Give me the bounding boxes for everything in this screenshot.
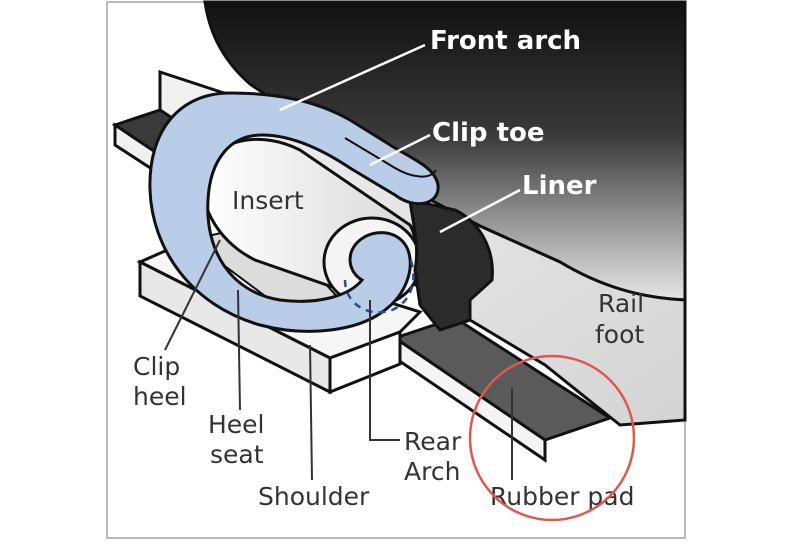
label-insert: Insert — [232, 186, 304, 215]
label-rear-arch-2: Arch — [404, 457, 460, 486]
clip-toe — [344, 137, 437, 178]
label-rail-foot-2: foot — [595, 320, 644, 349]
label-rail-foot-1: Rail — [598, 289, 644, 318]
label-rubber-pad: Rubber pad — [490, 482, 635, 511]
label-clip-heel-2: heel — [133, 382, 187, 411]
label-heel-seat-2: seat — [210, 440, 264, 469]
label-heel-seat-1: Heel — [208, 410, 265, 439]
label-rear-arch-1: Rear — [404, 427, 462, 456]
shoulder-front — [328, 329, 402, 395]
leader-lines — [279, 43, 521, 234]
liner — [408, 198, 494, 332]
label-front-arch: Front arch — [430, 26, 581, 56]
leader-lines-dark — [164, 239, 513, 481]
label-clip-heel-1: Clip — [133, 352, 180, 381]
highlight-circle — [468, 354, 636, 522]
rear-arch-hidden — [343, 257, 415, 314]
label-liner: Liner — [522, 171, 597, 201]
clip — [148, 91, 440, 333]
label-shoulder: Shoulder — [258, 482, 370, 511]
label-clip-toe: Clip toe — [432, 118, 545, 148]
